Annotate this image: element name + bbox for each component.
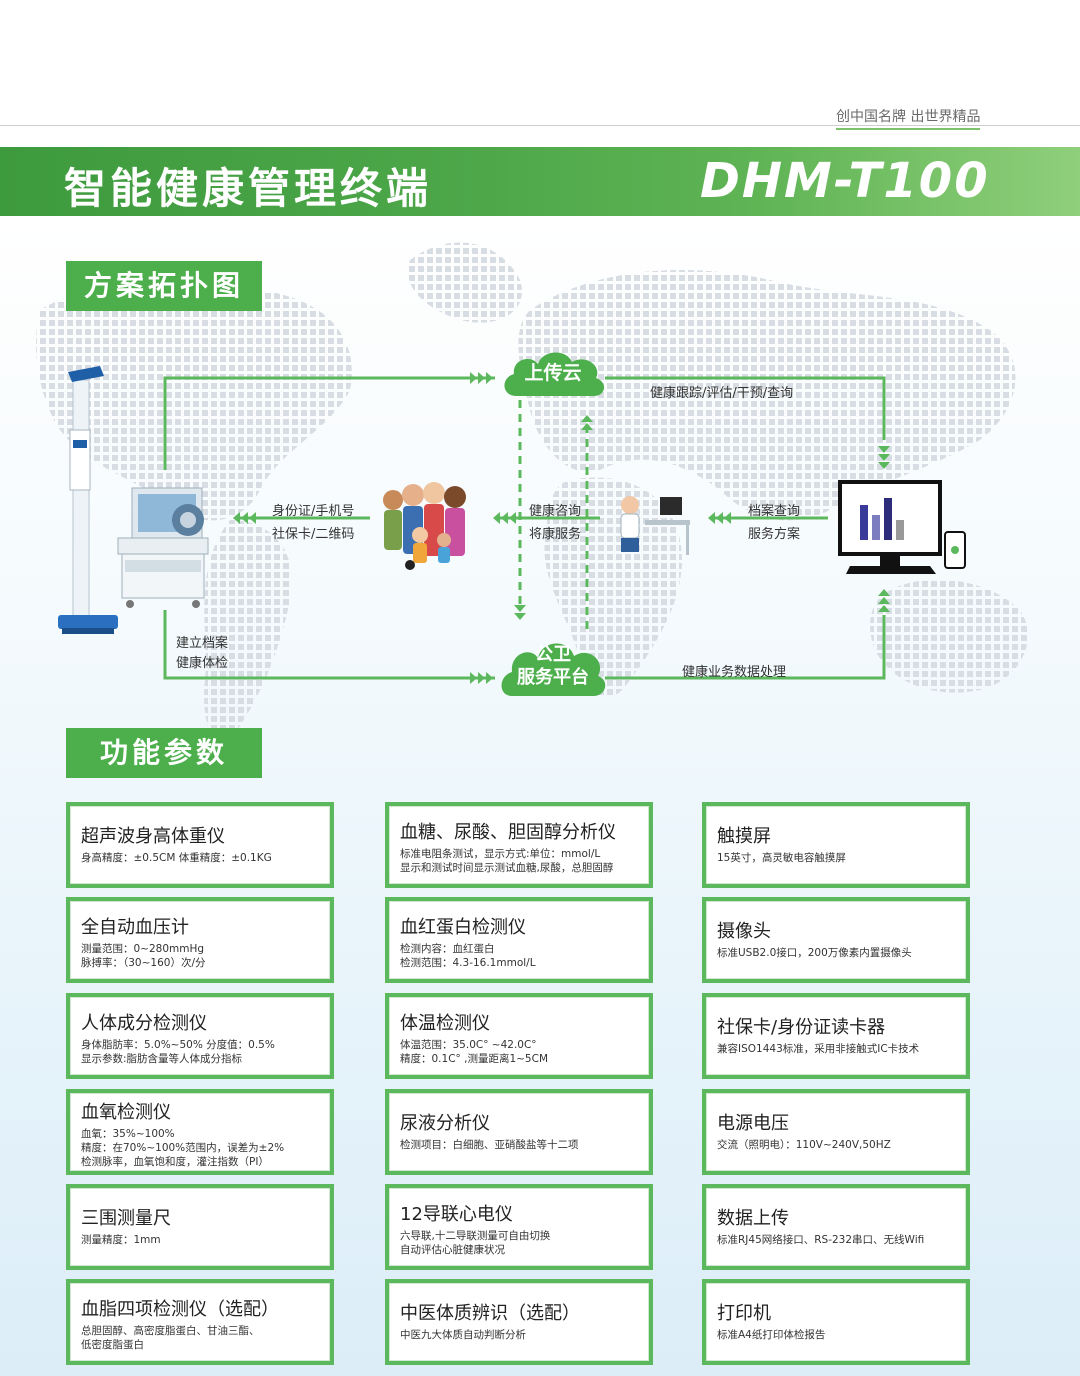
param-card-desc: 总胆固醇、高密度脂蛋白、甘油三酯、 bbox=[81, 1325, 260, 1337]
param-card-title: 全自动血压计 bbox=[81, 917, 189, 938]
param-card: 打印机标准A4纸打印体检报告 bbox=[702, 1279, 970, 1365]
param-card-desc: 标准A4纸打印体检报告 bbox=[717, 1329, 826, 1341]
param-card-title: 触摸屏 bbox=[717, 826, 771, 847]
section-params-title: 功能参数 bbox=[66, 728, 262, 778]
param-card-title: 数据上传 bbox=[717, 1208, 789, 1229]
param-card-desc: 交流（照明电）：110V~240V,50HZ bbox=[717, 1139, 891, 1151]
param-card-title: 社保卡/身份证读卡器 bbox=[717, 1017, 886, 1038]
section-topology-title: 方案拓扑图 bbox=[66, 261, 262, 311]
param-card-title: 尿液分析仪 bbox=[400, 1113, 490, 1134]
param-card: 摄像头标准USB2.0接口，200万像素内置摄像头 bbox=[702, 897, 970, 983]
exam-cart-device bbox=[117, 487, 209, 608]
param-card-desc: 脉搏率：（30~160）次/分 bbox=[81, 957, 206, 969]
world-map-background bbox=[36, 242, 1028, 746]
param-card-title: 血氧检测仪 bbox=[81, 1102, 171, 1123]
arrow-chevrons bbox=[233, 372, 890, 684]
page-title: 智能健康管理终端 bbox=[64, 164, 433, 213]
param-card-desc: 身高精度：±0.5CM 体重精度：±0.1KG bbox=[81, 852, 272, 864]
label-health-service: 将康服务 bbox=[529, 527, 582, 542]
param-card: 电源电压交流（照明电）：110V~240V,50HZ bbox=[702, 1089, 970, 1175]
slogan: 创中国名牌 出世界精品 bbox=[836, 106, 981, 130]
param-card-title: 中医体质辨识（选配） bbox=[400, 1303, 580, 1324]
param-card: 血氧检测仪血氧：35%~100% 精度：在70%~100%范围内，误差为±2% 检测… bbox=[66, 1089, 334, 1175]
param-card-title: 12导联心电仪 bbox=[400, 1204, 513, 1225]
param-card-desc: 精度：在70%~100%范围内，误差为±2% bbox=[81, 1142, 285, 1154]
param-card-desc: 显示和测试时间显示测试血糖,尿酸，总胆固醇 bbox=[400, 862, 614, 874]
cloud-platform: 公卫 服务平台 bbox=[498, 636, 608, 698]
label-data-processing: 健康业务数据处理 bbox=[682, 665, 787, 680]
param-card-title: 摄像头 bbox=[717, 921, 771, 942]
param-card-title: 血红蛋白检测仪 bbox=[400, 917, 526, 938]
title-banner: 智能健康管理终端 DHM-T100 bbox=[0, 147, 1080, 216]
param-card: 三围测量尺测量精度：1mm bbox=[66, 1184, 334, 1270]
param-card-desc: 体温范围：35.0C° ~42.0C° bbox=[400, 1039, 537, 1051]
doctor-illustration bbox=[620, 496, 690, 555]
param-card: 人体成分检测仪身体脂肪率：5.0%~50% 分度值：0.5% 显示参数:脂肪含量等… bbox=[66, 993, 334, 1079]
param-card-desc: 自动评估心脏健康状况 bbox=[400, 1244, 505, 1256]
param-card: 血脂四项检测仪（选配） 总胆固醇、高密度脂蛋白、甘油三酯、低密度脂蛋白 bbox=[66, 1279, 334, 1365]
param-card: 尿液分析仪检测项目：白细胞、亚硝酸盐等十二项 bbox=[385, 1089, 653, 1175]
family-illustration bbox=[383, 482, 466, 570]
param-card-title: 血脂四项检测仪（选配） bbox=[81, 1299, 279, 1320]
param-card-desc: 测量范围：0~280mmHg bbox=[81, 943, 205, 955]
monitor-icon bbox=[838, 480, 966, 574]
param-card: 12导联心电仪六导联,十二导联测量可自由切换自动评估心脏健康状况 bbox=[385, 1184, 653, 1270]
label-archive-query: 档案查询 bbox=[748, 504, 801, 519]
param-card-desc: 测量精度：1mm bbox=[81, 1234, 161, 1246]
cloud-upload-label: 上传云 bbox=[524, 362, 582, 384]
cloud-icon bbox=[504, 352, 605, 396]
top-divider bbox=[0, 125, 1080, 126]
param-card-desc: 低密度脂蛋白 bbox=[81, 1339, 144, 1351]
top-margin bbox=[0, 0, 1080, 125]
model-number: DHM-T100 bbox=[700, 153, 990, 209]
param-card: 体温检测仪体温范围：35.0C° ~42.0C° 精度：0.1C° ,测量距离1~… bbox=[385, 993, 653, 1079]
param-card-desc: 检测范围：4.3-16.1mmol/L bbox=[400, 957, 536, 969]
param-card-desc: 身体脂肪率：5.0%~50% 分度值：0.5% bbox=[81, 1039, 275, 1051]
param-card-title: 打印机 bbox=[717, 1303, 771, 1324]
label-health-tracking: 健康跟踪/评估/干预/查询 bbox=[650, 386, 794, 401]
label-health-exam: 健康体检 bbox=[176, 656, 229, 671]
label-id-card: 身份证/手机号 bbox=[272, 504, 355, 519]
param-card-desc: 显示参数:脂肪含量等人体成分指标 bbox=[81, 1053, 243, 1065]
param-card-desc: 标准电阻条测试，显示方式:单位：mmol/L bbox=[400, 848, 601, 860]
cloud-platform-label-1: 公卫 bbox=[535, 644, 571, 665]
param-card-desc: 标准USB2.0接口，200万像素内置摄像头 bbox=[717, 947, 912, 959]
param-card-title: 人体成分检测仪 bbox=[81, 1013, 207, 1034]
param-card-desc: 血氧：35%~100% bbox=[81, 1128, 175, 1140]
param-card: 全自动血压计测量范围：0~280mmHg 脉搏率：（30~160）次/分 bbox=[66, 897, 334, 983]
param-card-desc: 15英寸，高灵敏电容触摸屏 bbox=[717, 852, 846, 864]
param-card-desc: 检测内容：血红蛋白 bbox=[400, 943, 495, 955]
label-service-plan: 服务方案 bbox=[748, 527, 801, 542]
param-card-title: 血糖、尿酸、胆固醇分析仪 bbox=[400, 822, 616, 843]
param-card-title: 电源电压 bbox=[717, 1113, 789, 1134]
label-health-consult: 健康咨询 bbox=[529, 504, 582, 519]
param-card-title: 三围测量尺 bbox=[81, 1208, 171, 1229]
param-card: 社保卡/身份证读卡器兼容ISO1443标准，采用非接触式IC卡技术 bbox=[702, 993, 970, 1079]
param-card: 血糖、尿酸、胆固醇分析仪标准电阻条测试，显示方式:单位：mmol/L 显示和测试时… bbox=[385, 802, 653, 888]
param-card-desc: 标准RJ45网络接口、RS-232串口、无线Wifi bbox=[717, 1234, 925, 1246]
cloud-platform-label-2: 服务平台 bbox=[517, 667, 589, 688]
label-social-card: 社保卡/二维码 bbox=[272, 527, 355, 542]
param-card: 超声波身高体重仪身高精度：±0.5CM 体重精度：±0.1KG bbox=[66, 802, 334, 888]
param-card-desc: 中医九大体质自动判断分析 bbox=[400, 1329, 526, 1341]
label-build-archive: 建立档案 bbox=[176, 636, 229, 651]
param-card-desc: 检测项目：白细胞、亚硝酸盐等十二项 bbox=[400, 1139, 579, 1151]
param-card-desc: 兼容ISO1443标准，采用非接触式IC卡技术 bbox=[717, 1043, 920, 1055]
param-card-desc: 六导联,十二导联测量可自由切换 bbox=[400, 1230, 551, 1242]
param-card-desc: 检测脉率，血氧饱和度，灌注指数（PI） bbox=[81, 1156, 269, 1168]
param-card: 触摸屏 15英寸，高灵敏电容触摸屏 bbox=[702, 802, 970, 888]
param-card-title: 超声波身高体重仪 bbox=[81, 826, 225, 847]
param-card: 中医体质辨识（选配） 中医九大体质自动判断分析 bbox=[385, 1279, 653, 1365]
dashed-links bbox=[518, 400, 589, 630]
cloud-upload: 上传云 bbox=[498, 346, 608, 398]
param-card-title: 体温检测仪 bbox=[400, 1013, 490, 1034]
cloud-icon bbox=[501, 643, 606, 696]
param-card: 血红蛋白检测仪检测内容：血红蛋白检测范围：4.3-16.1mmol/L bbox=[385, 897, 653, 983]
param-card-desc: 精度：0.1C° ,测量距离1~5CM bbox=[400, 1053, 549, 1065]
height-scale-device bbox=[58, 366, 118, 634]
param-card: 数据上传标准RJ45网络接口、RS-232串口、无线Wifi bbox=[702, 1184, 970, 1270]
